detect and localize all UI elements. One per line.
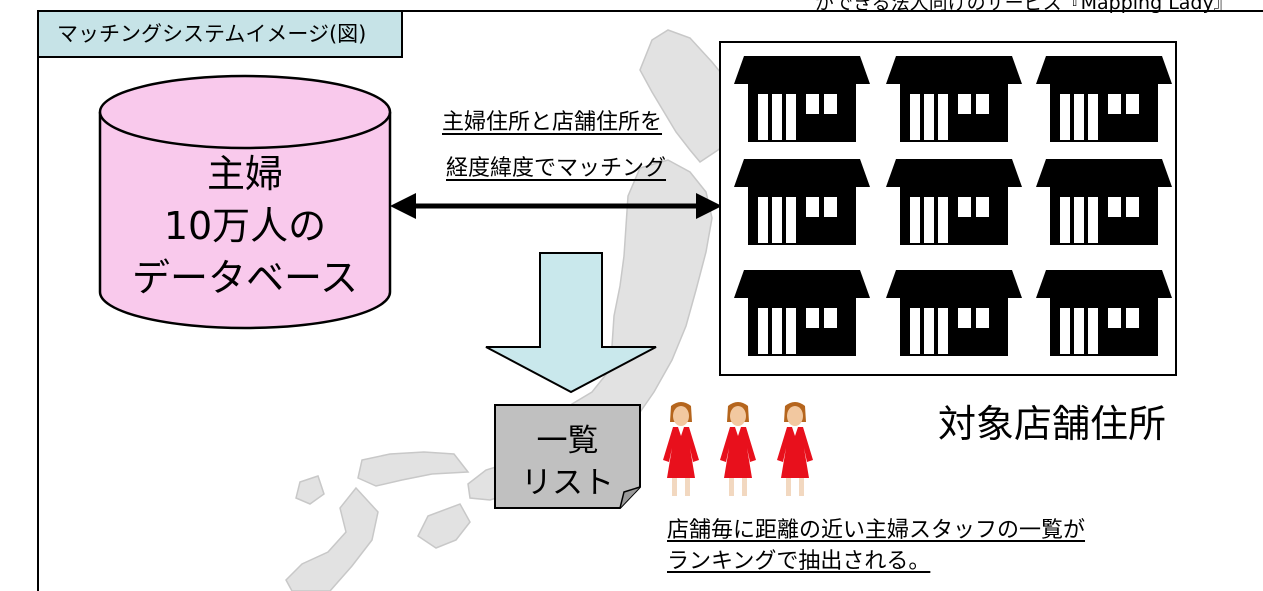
- stores-label: 対象店舗住所: [938, 402, 1167, 446]
- database-label-line-1: 主婦: [206, 152, 283, 196]
- staff-group: [663, 402, 813, 496]
- database-label: 主婦 10万人の データベース: [100, 148, 390, 304]
- store-building-icon: [1036, 270, 1172, 356]
- japan-map: [285, 29, 743, 591]
- caption-line-1: 店舗毎に距離の近い主婦スタッフの一覧が: [667, 518, 1086, 543]
- database-cylinder: [98, 74, 392, 330]
- store-building-icon: [1036, 159, 1172, 245]
- database-label-line-2: 10万人の: [163, 204, 327, 248]
- matching-label-line-1: 主婦住所と店舗住所を: [442, 110, 663, 135]
- store-building-icon: [886, 56, 1022, 142]
- list-label-line-1: 一覧: [536, 423, 599, 459]
- down-arrow: [485, 252, 657, 394]
- store-building-icon: [734, 159, 870, 245]
- woman-staff-icon: [720, 402, 756, 496]
- bidirectional-arrow: [390, 193, 722, 219]
- list-label: 一覧 リスト: [495, 420, 640, 504]
- store-building-icon: [734, 56, 870, 142]
- title-tab: マッチングシステムイメージ(図): [37, 10, 403, 58]
- store-building-icon: [734, 270, 870, 356]
- store-building-icon: [886, 270, 1022, 356]
- database-label-line-3: データベース: [131, 256, 359, 300]
- header-clipped-text: ができる法人向けのサービス『Mapping Lady』: [815, 0, 1233, 14]
- store-building-icon: [1036, 56, 1172, 142]
- store-building-icon: [886, 159, 1022, 245]
- list-document: [494, 404, 641, 509]
- woman-staff-icon: [777, 402, 813, 496]
- diagram-frame: [37, 10, 1263, 591]
- woman-staff-icon: [663, 402, 699, 496]
- matching-label-line-2: 経度緯度でマッチング: [446, 156, 667, 181]
- list-label-line-2: リスト: [521, 465, 614, 501]
- stores-grid: [734, 56, 1172, 356]
- caption-line-2: ランキングで抽出される。: [667, 549, 931, 574]
